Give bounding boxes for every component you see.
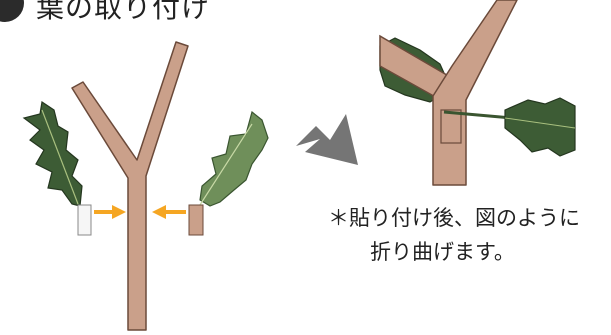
left-leaf-tab [77, 204, 92, 236]
zoomed-detail [379, 0, 576, 186]
step-number-badge [0, 0, 24, 22]
step-heading: 葉の取り付け [36, 0, 211, 24]
y-branch [71, 41, 189, 331]
note-line-2: 折り曲げます。 [370, 240, 515, 264]
right-arrow-icon [296, 114, 358, 165]
right-yellow-arrow [152, 205, 186, 219]
note-text: ＊貼り付け後、図のように 折り曲げます。 [328, 201, 580, 269]
left-leaf [22, 100, 92, 236]
note-line-1: ＊貼り付け後、図のように [328, 206, 580, 230]
left-yellow-arrow [94, 205, 126, 219]
right-leaf-tab [188, 204, 204, 236]
right-leaf [188, 110, 269, 236]
